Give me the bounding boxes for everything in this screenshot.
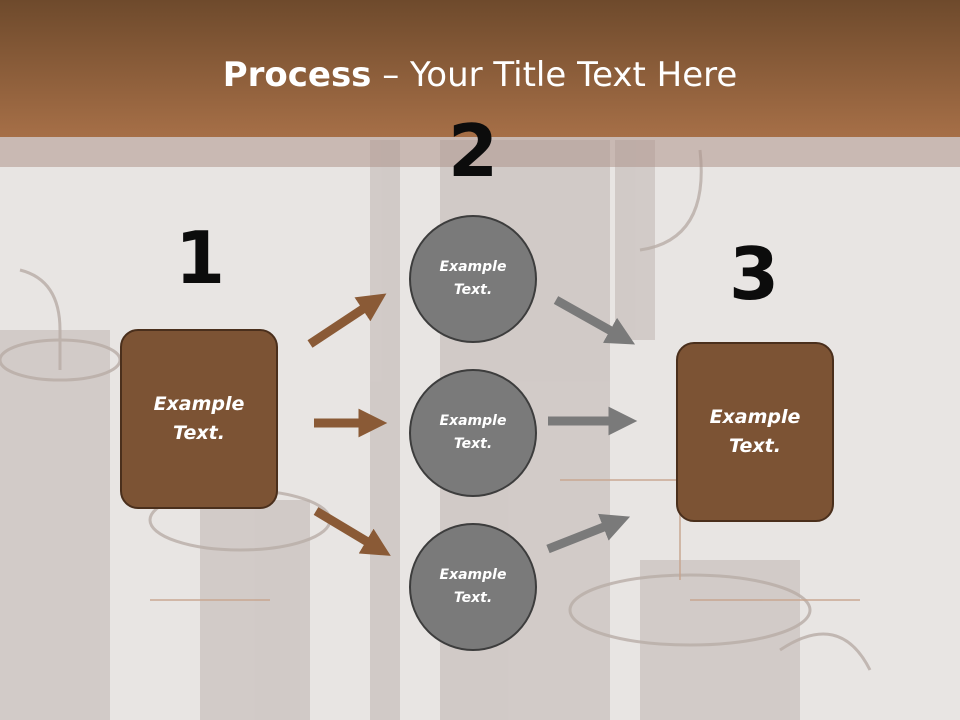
process-circle-2: Example Text. bbox=[409, 369, 537, 497]
process-circle-3: Example Text. bbox=[409, 523, 537, 651]
title-bar-shadow-band bbox=[0, 137, 960, 167]
process-circle-3-label: Example Text. bbox=[439, 567, 507, 606]
step-number-1: 1 bbox=[174, 216, 226, 300]
title-rest: – Your Title Text Here bbox=[371, 55, 738, 95]
title-bold: Process bbox=[222, 55, 372, 95]
step-number-3: 3 bbox=[728, 232, 780, 316]
process-circle-1: Example Text. bbox=[409, 215, 537, 343]
arrow-from-circle-3 bbox=[546, 513, 631, 554]
arrow-to-circle-3 bbox=[313, 507, 391, 556]
arrow-to-circle-1 bbox=[307, 293, 387, 348]
process-circle-1-label: Example Text. bbox=[439, 259, 507, 298]
arrow-from-circle-1 bbox=[553, 296, 636, 345]
process-circle-2-label: Example Text. bbox=[439, 413, 507, 452]
output-step-label: Example Text. bbox=[709, 406, 801, 457]
step-number-2: 2 bbox=[447, 109, 499, 193]
title-bar bbox=[0, 0, 960, 137]
output-step-box: Example Text. bbox=[676, 342, 834, 522]
input-step-label: Example Text. bbox=[153, 393, 245, 444]
slide-title: Process – Your Title Text Here bbox=[0, 54, 960, 96]
input-step-box: Example Text. bbox=[120, 329, 278, 509]
